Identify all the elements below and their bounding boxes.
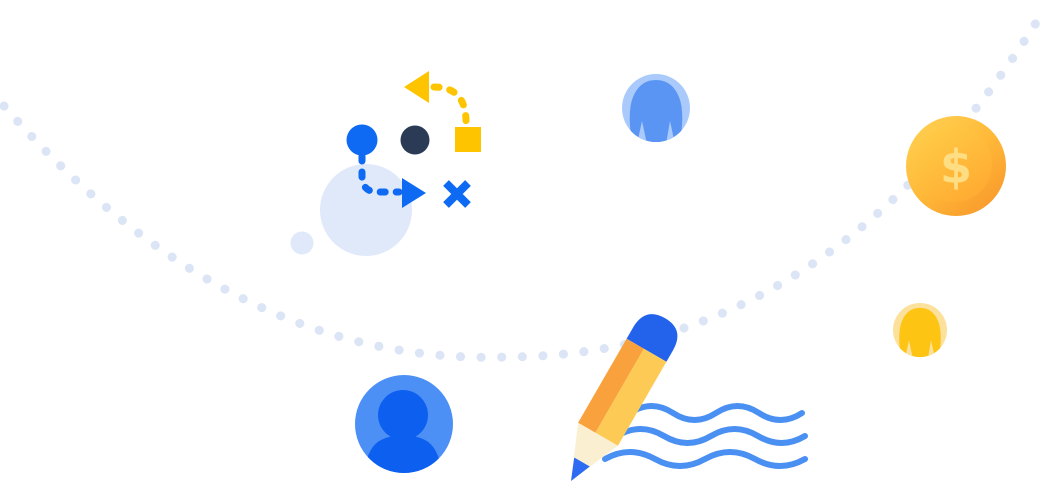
writing-lines-icon bbox=[602, 403, 808, 469]
pencil-icon bbox=[571, 314, 678, 481]
light-circle-small bbox=[290, 231, 314, 255]
light-circle-large bbox=[320, 164, 412, 256]
wave-line bbox=[627, 403, 805, 423]
pencil-eraser bbox=[626, 314, 678, 362]
avatar-male-icon bbox=[355, 375, 453, 473]
blue-dashed-connector bbox=[358, 152, 403, 196]
dollar-sign: $ bbox=[940, 140, 972, 194]
blue-node-circle bbox=[346, 124, 378, 156]
yellow-dashed-connector bbox=[430, 83, 470, 126]
yellow-node-square bbox=[455, 127, 481, 152]
pencil-lead-tip bbox=[571, 457, 590, 481]
avatar-female-icon bbox=[622, 74, 690, 142]
dollar-coin-icon: $ bbox=[906, 116, 1006, 216]
pencil-body bbox=[578, 338, 644, 433]
strategy-diagram-icon bbox=[290, 71, 481, 256]
wave-line bbox=[602, 449, 808, 469]
blue-arrow-right-icon bbox=[402, 178, 426, 208]
wave-line bbox=[614, 426, 808, 446]
coin-face bbox=[916, 126, 992, 202]
pencil-body bbox=[595, 348, 667, 446]
yellow-arrow-left-icon bbox=[404, 71, 429, 103]
dotted-arc-path bbox=[0, 5, 1049, 362]
avatar-female-small-icon bbox=[893, 303, 947, 357]
x-mark-icon bbox=[443, 180, 471, 208]
navy-node-circle bbox=[400, 125, 430, 155]
